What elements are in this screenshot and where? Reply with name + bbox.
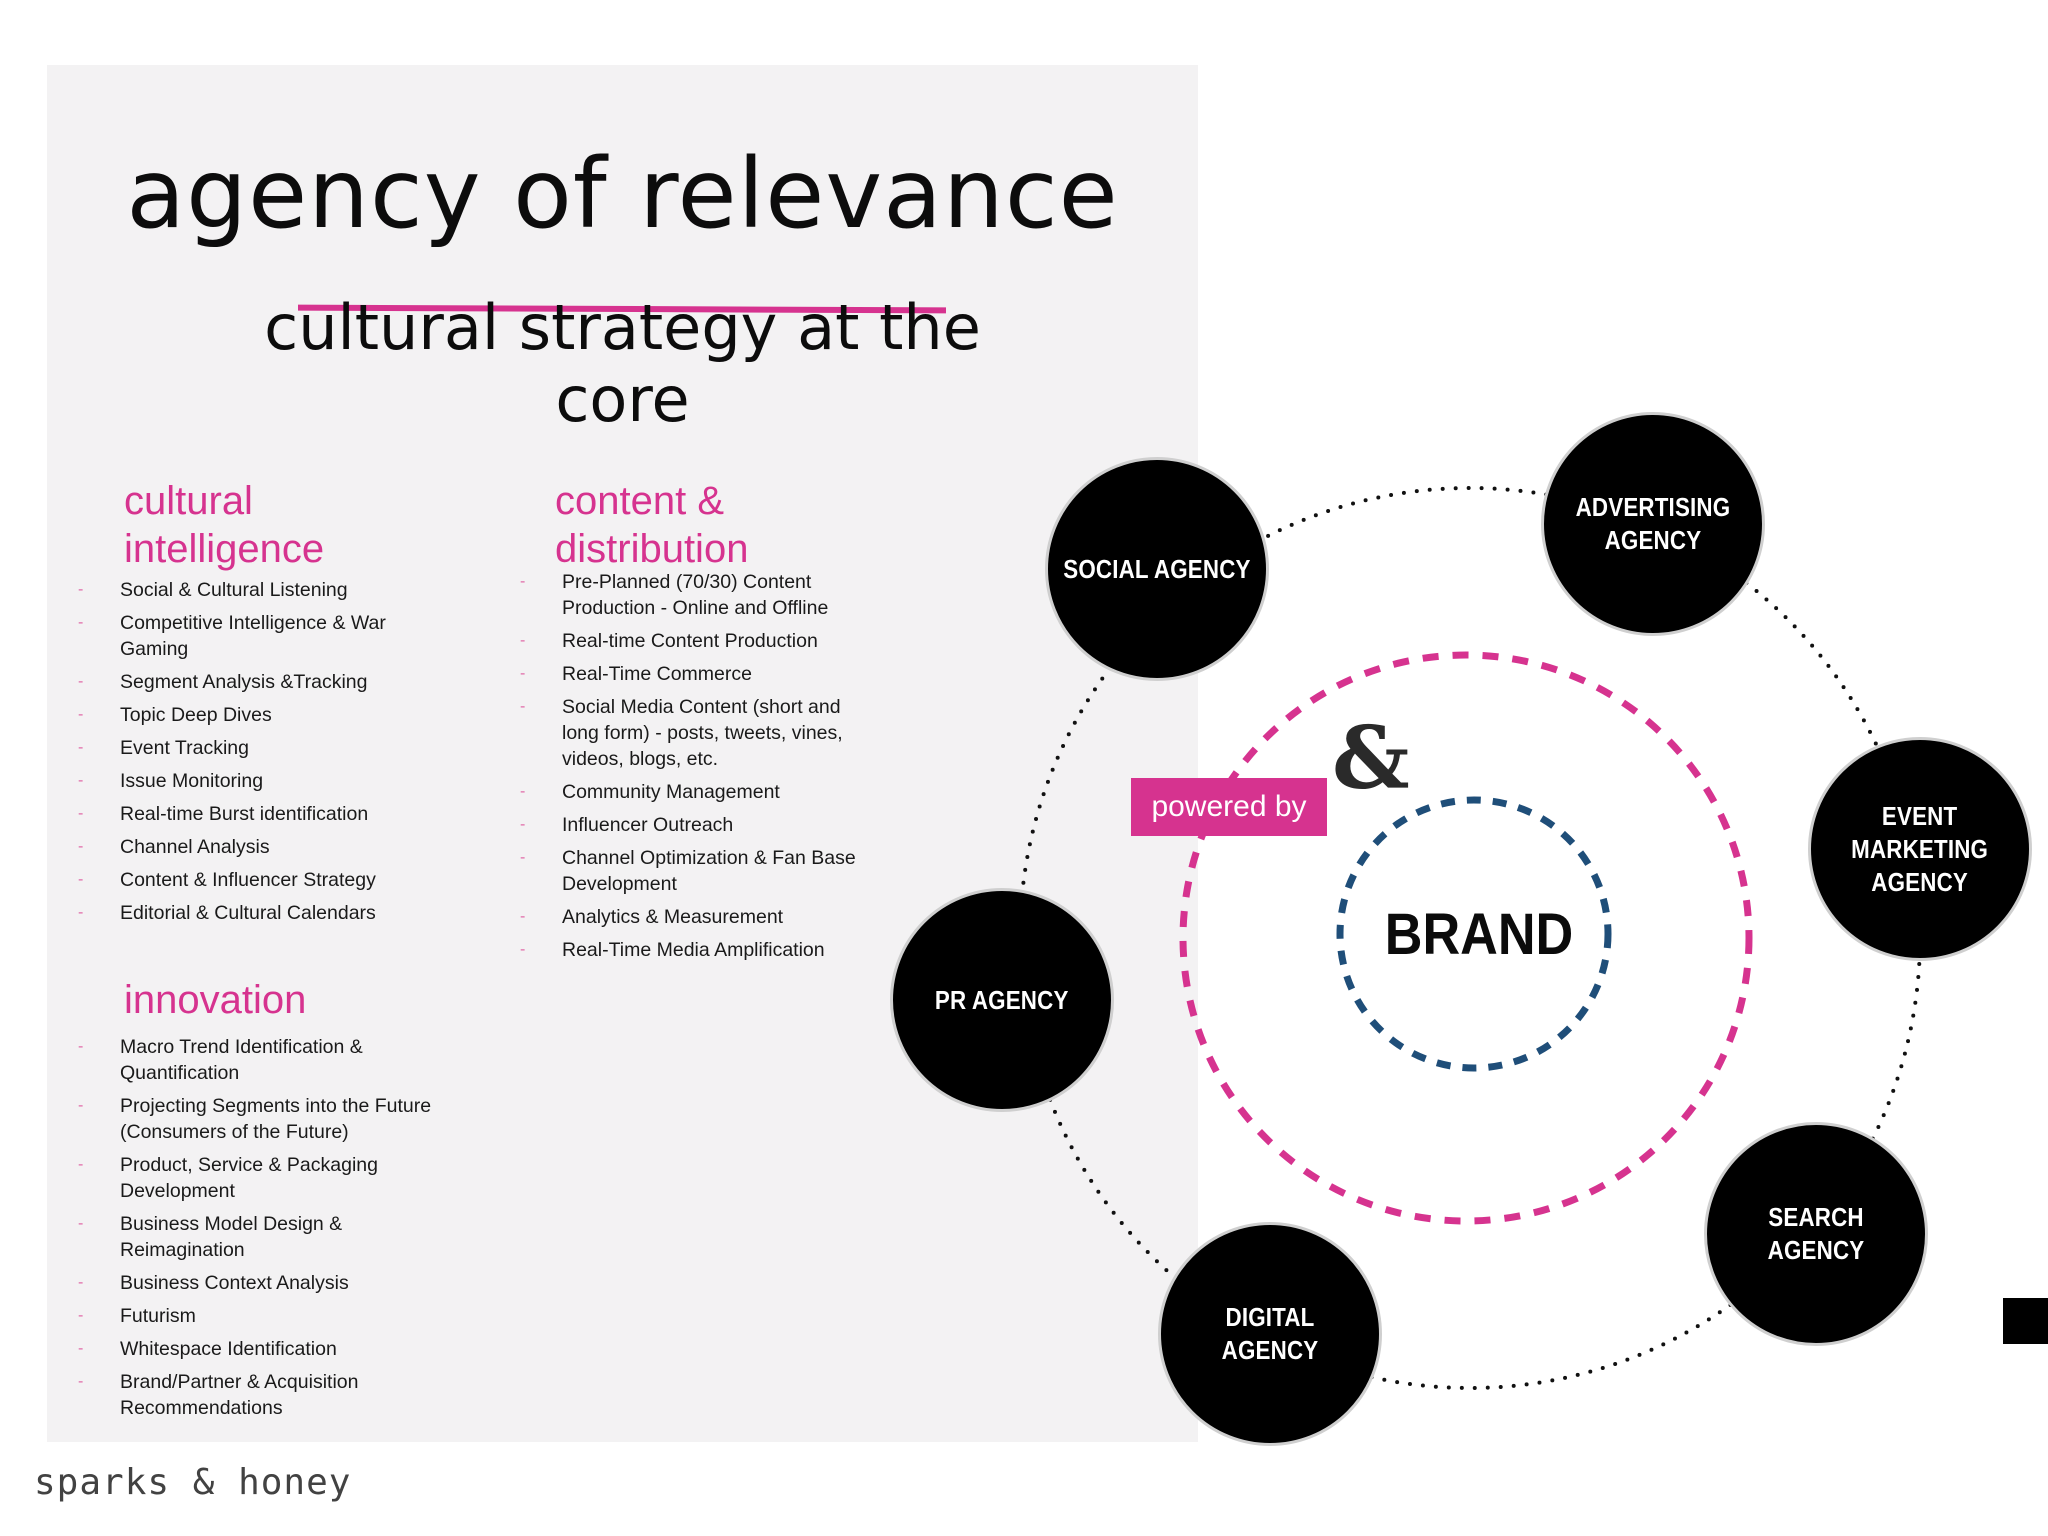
list-item: Futurism xyxy=(78,1303,440,1329)
powered-by-label: powered by xyxy=(1131,778,1327,836)
list-item: Editorial & Cultural Calendars xyxy=(78,900,440,926)
list-item: Social & Cultural Listening xyxy=(78,577,440,603)
subtitle-text: cultural strategy at the core xyxy=(264,291,981,436)
section-title-cultural-intelligence: cultural intelligence xyxy=(124,479,325,571)
list-item: Business Model Design & Reimagination xyxy=(78,1211,440,1263)
page-subtitle: cultural strategy at the core xyxy=(47,292,1198,436)
event-marketing-agency-node: EVENT MARKETING AGENCY xyxy=(1808,737,2032,961)
innovation-list: Macro Trend Identification & Quantificat… xyxy=(78,1034,440,1428)
sparks-and-honey-logo: sparks & honey xyxy=(34,1462,352,1503)
cultural-intelligence-list: Social & Cultural Listening Competitive … xyxy=(78,577,440,933)
list-item: Competitive Intelligence & War Gaming xyxy=(78,610,440,662)
list-item: Real-time Content Production xyxy=(520,628,882,654)
ampersand-glyph: & xyxy=(1332,708,1410,809)
middle-dashed-ring xyxy=(1179,651,1753,1225)
agency-label: EVENT MARKETING AGENCY xyxy=(1851,800,1989,897)
agency-label: PR AGENCY xyxy=(935,984,1069,1015)
list-item: Real-Time Media Amplification xyxy=(520,937,882,963)
list-item: Influencer Outreach xyxy=(520,812,882,838)
list-item: Real-time Burst identification xyxy=(78,801,440,827)
list-item: Business Context Analysis xyxy=(78,1270,440,1296)
agency-label: SEARCH AGENCY xyxy=(1767,1202,1865,1265)
list-item: Channel Optimization & Fan Base Developm… xyxy=(520,845,882,897)
digital-agency-node: DIGITAL AGENCY xyxy=(1158,1222,1382,1446)
edge-marker xyxy=(2003,1298,2048,1344)
list-item: Macro Trend Identification & Quantificat… xyxy=(78,1034,440,1086)
list-item: Social Media Content (short and long for… xyxy=(520,694,882,772)
list-item: Topic Deep Dives xyxy=(78,702,440,728)
page-title: agency of relevance xyxy=(126,138,1119,250)
inner-dashed-ring xyxy=(1336,796,1612,1072)
list-item: Real-Time Commerce xyxy=(520,661,882,687)
pr-agency-node: PR AGENCY xyxy=(890,888,1114,1112)
list-item: Brand/Partner & Acquisition Recommendati… xyxy=(78,1369,440,1421)
list-item: Product, Service & Packaging Development xyxy=(78,1152,440,1204)
list-item: Pre-Planned (70/30) Content Production -… xyxy=(520,569,882,621)
agency-label: ADVERTISING AGENCY xyxy=(1575,492,1731,555)
list-item: Channel Analysis xyxy=(78,834,440,860)
social-agency-node: SOCIAL AGENCY xyxy=(1045,457,1269,681)
list-item: Event Tracking xyxy=(78,735,440,761)
list-item: Content & Influencer Strategy xyxy=(78,867,440,893)
search-agency-node: SEARCH AGENCY xyxy=(1704,1122,1928,1346)
advertising-agency-node: ADVERTISING AGENCY xyxy=(1541,412,1765,636)
list-item: Segment Analysis &Tracking xyxy=(78,669,440,695)
brand-label: BRAND xyxy=(1384,902,1574,967)
list-item: Issue Monitoring xyxy=(78,768,440,794)
list-item: Whitespace Identification xyxy=(78,1336,440,1362)
agency-label: SOCIAL AGENCY xyxy=(1063,553,1251,584)
content-distribution-list: Pre-Planned (70/30) Content Production -… xyxy=(520,569,882,970)
list-item: Analytics & Measurement xyxy=(520,904,882,930)
section-title-content-distribution: content & distribution xyxy=(555,479,749,571)
section-title-innovation: innovation xyxy=(124,978,307,1022)
list-item: Projecting Segments into the Future (Con… xyxy=(78,1093,440,1145)
list-item: Community Management xyxy=(520,779,882,805)
agency-label: DIGITAL AGENCY xyxy=(1221,1302,1319,1365)
